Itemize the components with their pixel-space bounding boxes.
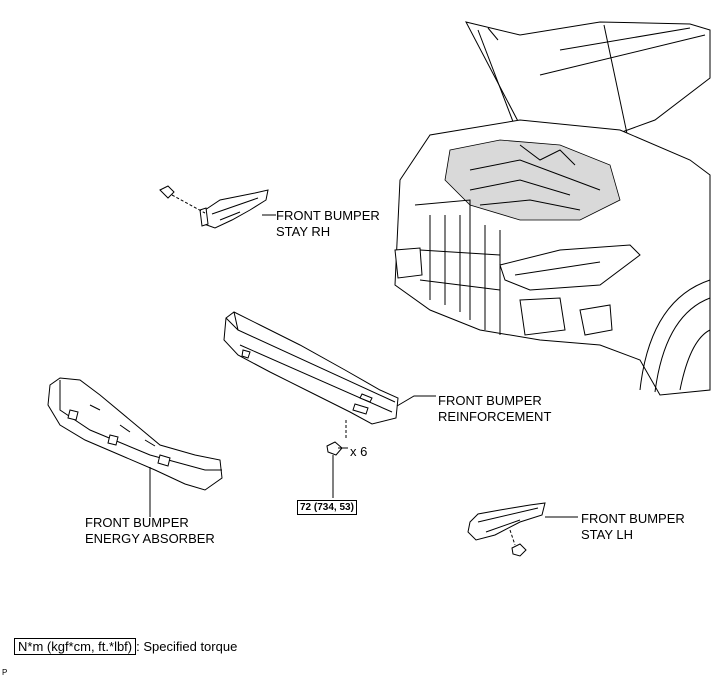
label-stay-rh-line1: FRONT BUMPER	[276, 208, 380, 223]
label-stay-lh-line2: STAY LH	[581, 527, 634, 542]
legend-units-box: N*m (kgf*cm, ft.*lbf)	[14, 638, 137, 655]
front-bumper-stay-rh	[159, 185, 276, 229]
front-bumper-stay-lh	[467, 502, 578, 557]
label-stay-rh-line2: STAY RH	[276, 224, 331, 239]
bolt-count-label: x 6	[350, 444, 368, 459]
legend-description: : Specified torque	[136, 639, 238, 654]
label-reinforcement-line1: FRONT BUMPER	[438, 393, 542, 408]
label-reinforcement-line2: REINFORCEMENT	[438, 409, 552, 424]
corner-mark: P	[2, 668, 8, 677]
torque-spec-box: 72 (734, 53)	[297, 500, 357, 515]
label-stay-lh-line1: FRONT BUMPER	[581, 511, 685, 526]
torque-legend: N*m (kgf*cm, ft.*lbf): Specified torque	[14, 638, 237, 655]
label-energy-absorber-line1: FRONT BUMPER	[85, 515, 189, 530]
front-bumper-energy-absorber	[47, 377, 223, 517]
label-energy-absorber-line2: ENERGY ABSORBER	[85, 531, 215, 546]
vehicle-front-illustration	[394, 21, 711, 396]
label-energy-absorber: FRONT BUMPER ENERGY ABSORBER	[85, 515, 215, 547]
front-bumper-reinforcement	[223, 311, 436, 498]
label-stay-rh: FRONT BUMPER STAY RH	[276, 208, 380, 240]
label-stay-lh: FRONT BUMPER STAY LH	[581, 511, 685, 543]
label-reinforcement: FRONT BUMPER REINFORCEMENT	[438, 393, 551, 425]
